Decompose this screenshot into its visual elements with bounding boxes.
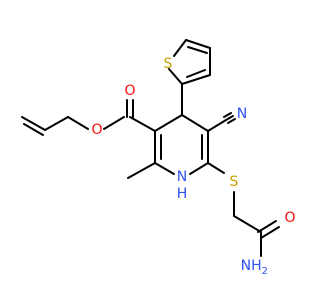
amide-nitrogen-label: NH2: [241, 258, 268, 277]
bond-allyl-double: [21, 116, 46, 131]
thiophene-sulfur-label: S: [164, 56, 173, 72]
bond-amide-double-a: [257, 220, 277, 233]
bond-ring-c6-n: [189, 162, 209, 175]
nitrile-nitrogen-label: N: [237, 106, 247, 122]
bond-c5-cn: [207, 119, 227, 132]
bond-ring-n-c2: [154, 162, 175, 175]
amide-oxygen-label: O: [284, 210, 295, 226]
molecule-drawing: O O S N N H S O NH2: [21, 39, 296, 277]
atom-label-layer: O O S N N H S O NH2: [91, 56, 295, 277]
bond-layer: [21, 39, 280, 257]
bond-th-c2-s: [168, 68, 183, 85]
bond-allyl-double-inner: [23, 123, 44, 136]
bond-ring-c3-c4: [154, 114, 183, 132]
bond-methyl: [127, 162, 156, 179]
bond-th-s-c5: [173, 39, 187, 57]
bond-allyl-single: [44, 116, 69, 131]
structure-diagram: O O S N N H S O NH2: [21, 39, 296, 277]
bond-allyl-ch2: [67, 116, 89, 130]
bond-nitrile-triple-b: [223, 112, 232, 118]
bond-th-c5-c4: [185, 39, 211, 49]
bond-c6-s: [207, 162, 225, 174]
amide-n-subscript: 2: [262, 266, 268, 277]
bond-ch2-camide: [233, 215, 262, 233]
bond-carbonyl-ring: [129, 116, 156, 132]
bond-th-c3-c2: [181, 74, 211, 85]
carbonyl-oxygen-label: O: [124, 83, 135, 99]
ring-nh-hydrogen-label: H: [177, 186, 188, 202]
bond-nitrile-triple-a: [225, 115, 234, 121]
thioether-sulfur-label: S: [230, 174, 239, 190]
bond-th-c5-c4-inner: [187, 46, 208, 54]
bond-amide-double-b: [260, 226, 280, 239]
ring-nitrogen-label: N: [177, 169, 187, 185]
bond-ring-c4-c5: [181, 114, 209, 132]
bond-nitrile-triple-c: [227, 118, 236, 124]
bond-th-c3-c2-inner: [186, 69, 206, 78]
amide-n-main: NH: [241, 258, 262, 274]
bond-o-alkyl: [103, 116, 125, 130]
ester-oxygen-label: O: [91, 122, 102, 138]
